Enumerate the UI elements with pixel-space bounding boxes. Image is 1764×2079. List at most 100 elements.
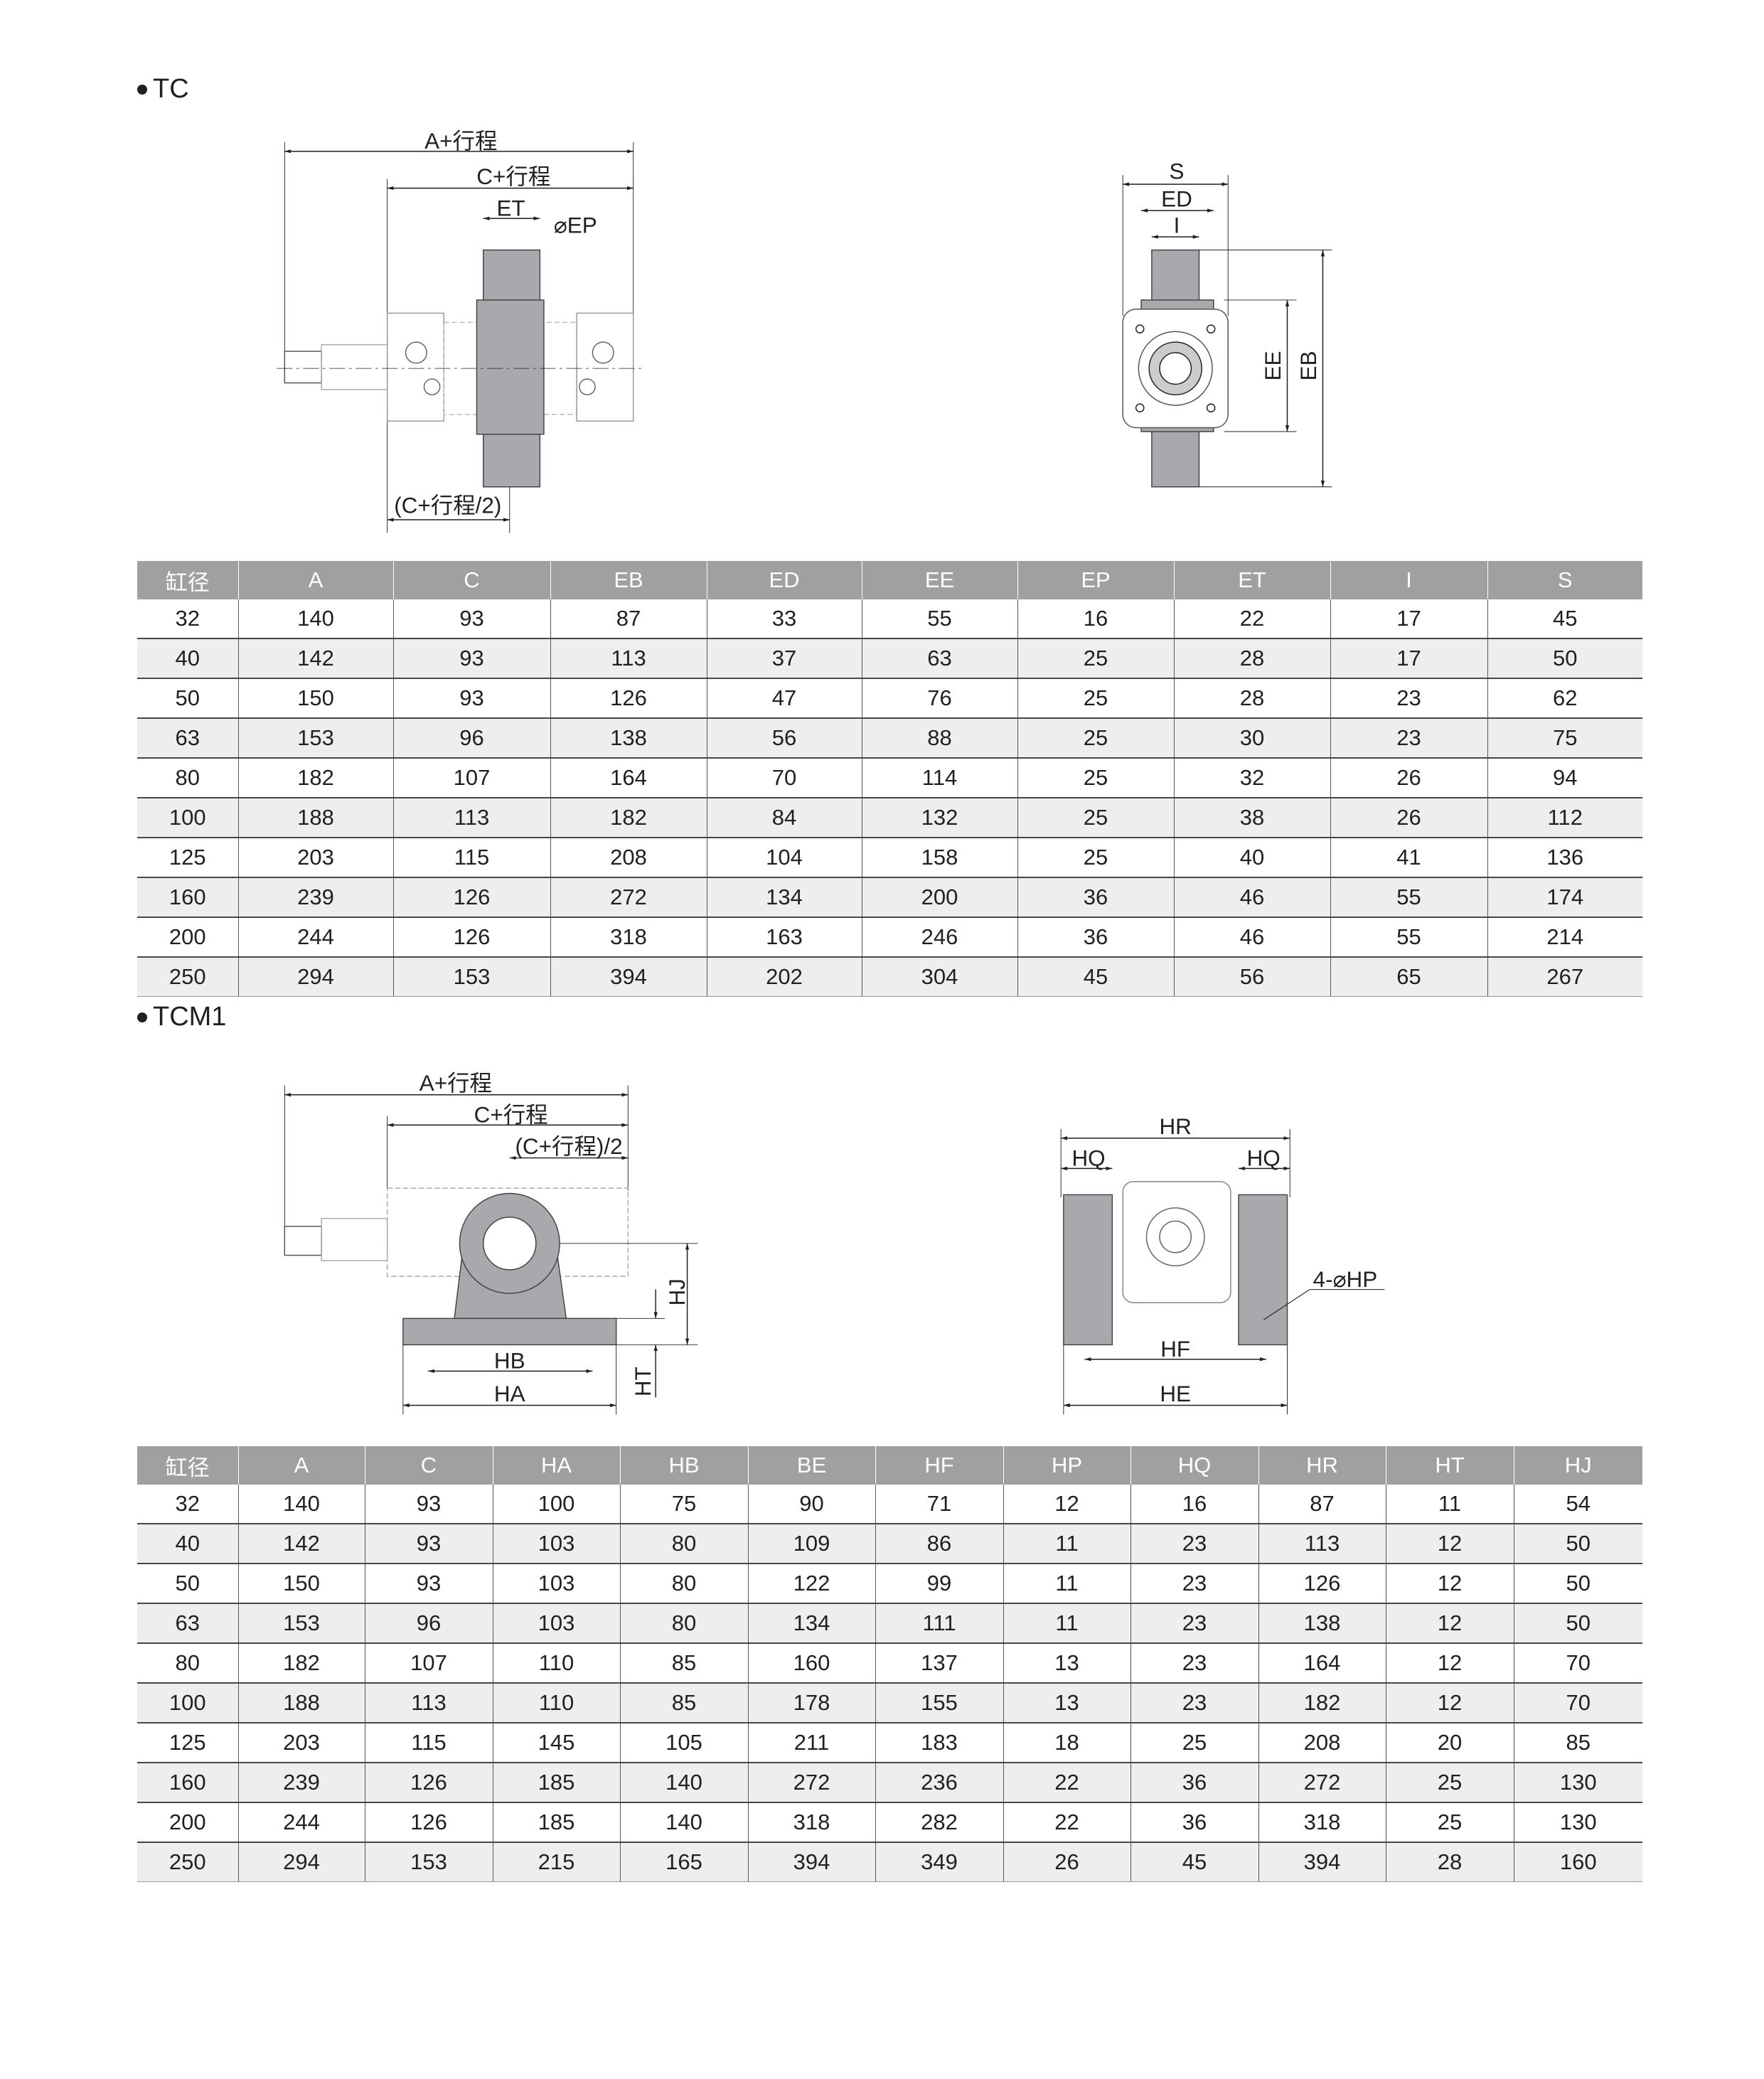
table-cell: 13 bbox=[1003, 1683, 1130, 1723]
table-cell: 267 bbox=[1487, 957, 1642, 997]
table-cell: 75 bbox=[1487, 718, 1642, 759]
table-cell: 80 bbox=[137, 1643, 238, 1684]
column-header: 缸径 bbox=[137, 1446, 238, 1485]
table-cell: 202 bbox=[706, 957, 862, 997]
table-cell: 138 bbox=[1258, 1603, 1386, 1644]
table-cell: 80 bbox=[619, 1524, 748, 1564]
table-cell: 32 bbox=[137, 599, 238, 639]
column-header: HP bbox=[1003, 1446, 1130, 1485]
table-cell: 84 bbox=[706, 798, 862, 838]
table-cell: 214 bbox=[1487, 917, 1642, 958]
table-cell: 125 bbox=[137, 838, 238, 878]
table-cell: 105 bbox=[619, 1723, 748, 1763]
bullet-icon bbox=[137, 1012, 147, 1022]
table-cell: 16 bbox=[1130, 1485, 1258, 1524]
dim-label: ED bbox=[1161, 187, 1192, 212]
table-cell: 11 bbox=[1003, 1603, 1130, 1644]
table-cell: 13 bbox=[1003, 1643, 1130, 1684]
table-cell: 394 bbox=[550, 957, 707, 997]
table-cell: 140 bbox=[237, 1485, 365, 1524]
table-cell: 126 bbox=[364, 1763, 493, 1803]
table-cell: 103 bbox=[492, 1564, 620, 1604]
table-cell: 23 bbox=[1330, 678, 1487, 719]
table-cell: 17 bbox=[1330, 599, 1487, 639]
dim-label: I bbox=[1174, 213, 1180, 238]
table-cell: 46 bbox=[1173, 877, 1330, 918]
table-cell: 63 bbox=[861, 638, 1017, 679]
table-cell: 246 bbox=[861, 917, 1017, 958]
table-cell: 18 bbox=[1003, 1723, 1130, 1763]
table-cell: 25 bbox=[1385, 1763, 1514, 1803]
table-cell: 130 bbox=[1513, 1802, 1642, 1843]
table-cell: 239 bbox=[237, 1763, 365, 1803]
table-cell: 90 bbox=[747, 1485, 875, 1524]
table-cell: 11 bbox=[1003, 1564, 1130, 1604]
table-cell: 294 bbox=[237, 957, 393, 997]
column-header: BE bbox=[747, 1446, 875, 1485]
table-cell: 109 bbox=[747, 1524, 875, 1564]
table-cell: 140 bbox=[237, 599, 393, 639]
tc-side-view bbox=[277, 141, 646, 533]
table-cell: 272 bbox=[1258, 1763, 1386, 1803]
dim-label: HJ bbox=[665, 1278, 690, 1305]
table-cell: 55 bbox=[861, 599, 1017, 639]
table-cell: 304 bbox=[861, 957, 1017, 997]
table-cell: 113 bbox=[392, 798, 550, 838]
table-cell: 107 bbox=[364, 1643, 493, 1684]
column-header: ED bbox=[706, 561, 862, 599]
table-cell: 23 bbox=[1130, 1603, 1258, 1644]
table-cell: 164 bbox=[1258, 1643, 1386, 1684]
table-cell: 25 bbox=[1017, 798, 1174, 838]
column-header: HA bbox=[492, 1446, 620, 1485]
table-cell: 142 bbox=[237, 1524, 365, 1564]
table-cell: 22 bbox=[1003, 1763, 1130, 1803]
table-cell: 188 bbox=[237, 1683, 365, 1723]
table-cell: 26 bbox=[1330, 758, 1487, 798]
table-cell: 47 bbox=[706, 678, 862, 719]
table-cell: 38 bbox=[1173, 798, 1330, 838]
table-cell: 11 bbox=[1385, 1485, 1514, 1524]
table-cell: 22 bbox=[1003, 1802, 1130, 1843]
table-cell: 50 bbox=[137, 678, 238, 719]
column-header: A bbox=[237, 561, 393, 599]
table-cell: 76 bbox=[861, 678, 1017, 719]
table-cell: 17 bbox=[1330, 638, 1487, 679]
table-cell: 160 bbox=[747, 1643, 875, 1684]
dim-label: 4-⌀HP bbox=[1313, 1267, 1378, 1292]
table-cell: 45 bbox=[1017, 957, 1174, 997]
table-cell: 54 bbox=[1513, 1485, 1642, 1524]
tcm1-side-view bbox=[284, 1085, 698, 1415]
column-header: C bbox=[392, 561, 550, 599]
table-cell: 50 bbox=[1513, 1564, 1642, 1604]
section-title-tcm1: TCM1 bbox=[137, 1002, 226, 1032]
table-cell: 50 bbox=[1513, 1524, 1642, 1564]
table-cell: 25 bbox=[1017, 678, 1174, 719]
table-cell: 244 bbox=[237, 917, 393, 958]
table-cell: 165 bbox=[619, 1842, 748, 1882]
table-cell: 126 bbox=[550, 678, 707, 719]
dim-label: A+行程 bbox=[419, 1071, 492, 1096]
section-title-tc: TC bbox=[137, 74, 189, 105]
table-cell: 26 bbox=[1330, 798, 1487, 838]
table-cell: 185 bbox=[492, 1802, 620, 1843]
table-cell: 126 bbox=[364, 1802, 493, 1843]
tcm1-end-view bbox=[1060, 1128, 1385, 1415]
table-cell: 282 bbox=[875, 1802, 1003, 1843]
table-cell: 50 bbox=[137, 1564, 238, 1604]
dim-label: (C+行程/2) bbox=[394, 493, 501, 518]
table-cell: 62 bbox=[1487, 678, 1642, 719]
table-cell: 40 bbox=[137, 638, 238, 679]
table-cell: 203 bbox=[237, 1723, 365, 1763]
table-cell: 140 bbox=[619, 1802, 748, 1843]
table-cell: 70 bbox=[1513, 1643, 1642, 1684]
table-cell: 25 bbox=[1017, 838, 1174, 878]
table-cell: 87 bbox=[1258, 1485, 1386, 1524]
